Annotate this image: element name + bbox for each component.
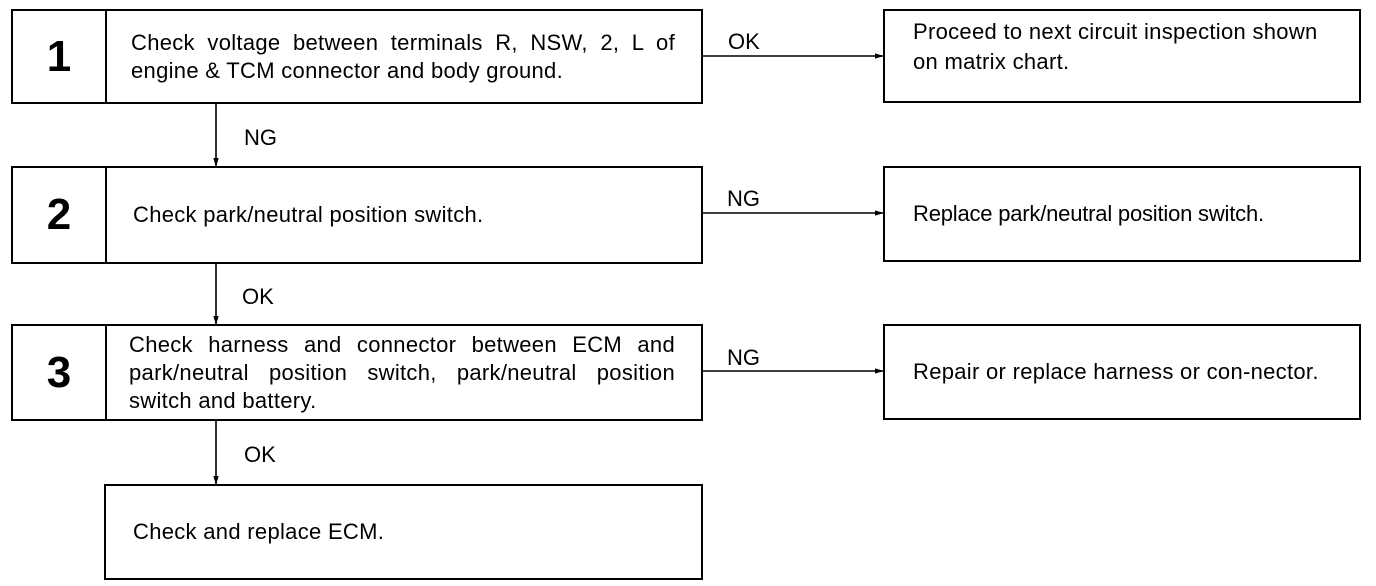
result-1-text: Proceed to next circuit inspection shown… [913,19,1318,74]
step-1-number: 1 [13,11,107,102]
down-label-1: NG [244,125,277,150]
step-3-box: 3 Check harness and connector between EC… [11,324,703,421]
final-step-box: Check and replace ECM. [104,484,703,580]
step-1-text: Check voltage between terminals R, NSW, … [131,29,675,83]
result-3-text: Repair or replace harness or con-nector. [913,359,1319,384]
final-step-text: Check and replace ECM. [133,519,385,544]
result-3-box: Repair or replace harness or con-nector. [883,324,1361,420]
down-label-2: OK [242,284,274,309]
down-label-3: OK [244,442,276,467]
step-2-text: Check park/neutral position switch. [133,202,484,227]
result-3-label: NG [727,345,760,370]
result-1-box: Proceed to next circuit inspection shown… [883,9,1361,103]
step-2-number: 2 [13,168,107,262]
step-2-box: 2 Check park/neutral position switch. [11,166,703,264]
result-2-text: Replace park/neutral position switch. [913,201,1264,226]
step-1-box: 1 Check voltage between terminals R, NSW… [11,9,703,104]
step-3-text: Check harness and connector between ECM … [129,331,675,413]
result-2-label: NG [727,186,760,211]
result-2-box: Replace park/neutral position switch. [883,166,1361,262]
step-3-number: 3 [13,326,107,419]
result-1-label: OK [728,29,760,54]
